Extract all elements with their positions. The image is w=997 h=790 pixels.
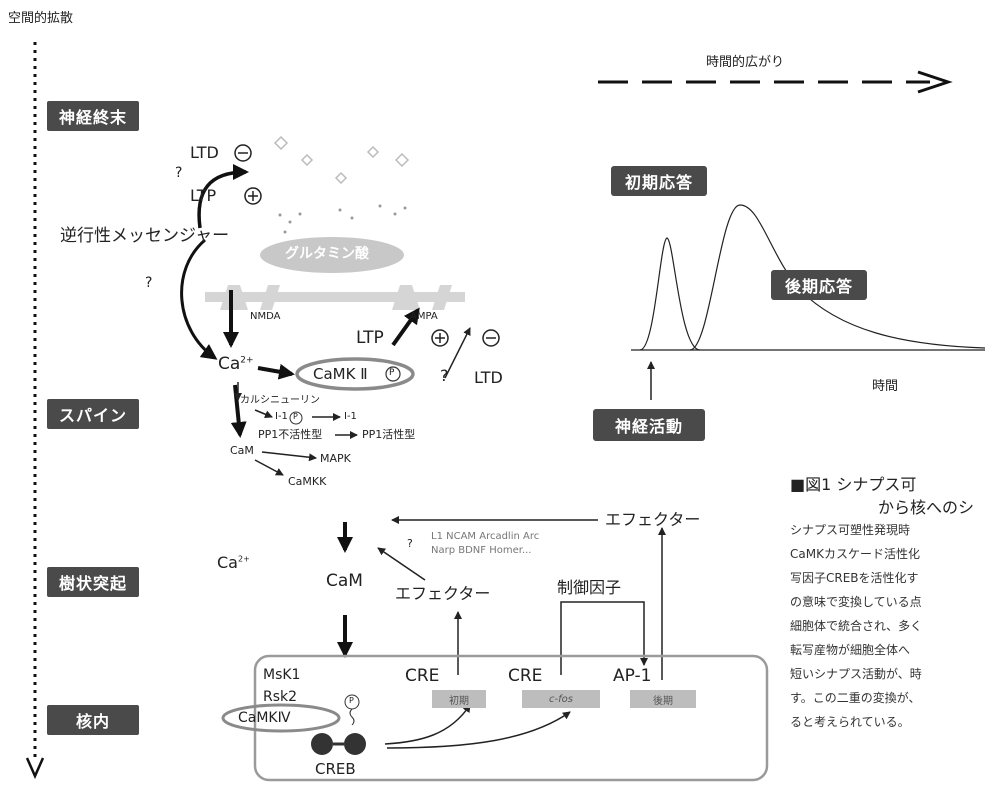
effectors-list-2: Narp BDNF Homer... — [431, 545, 532, 556]
ltd-arrow — [444, 327, 471, 379]
glutamate-dots — [278, 204, 407, 234]
effector-label: エフェクター — [395, 584, 491, 603]
camk2-p-label: P — [389, 368, 395, 378]
retrograde-messenger: 逆行性メッセンジャー — [60, 226, 230, 246]
pp1-active-label: PP1活性型 — [362, 428, 416, 441]
camk4-label: CaMKⅣ — [238, 710, 291, 726]
level-label-dendrite: 樹状突起 — [47, 567, 139, 597]
caption-line-2: CaMKカスケード活性化 — [790, 547, 920, 561]
creb-dimer — [311, 733, 366, 755]
effector-top-label: エフェクター — [605, 510, 701, 529]
camk4-ring — [221, 703, 341, 733]
creb-label: CREB — [315, 760, 356, 778]
spine-ltp-plus-sign — [431, 329, 449, 347]
dendrite-cam-label: CaM — [326, 571, 363, 591]
cre-cfos-to-ap1-arrow — [560, 601, 648, 675]
creb-phospho-link — [349, 708, 355, 726]
caption-line-4: の意味で変換している点 — [790, 595, 922, 609]
gene-cfos: c-fos — [522, 690, 600, 708]
i1-phospho — [289, 411, 303, 425]
glutamate-blob — [260, 237, 404, 273]
terminal-question-1: ? — [175, 165, 183, 181]
caption-line-3: 写因子CREBを活性化す — [790, 571, 919, 585]
caption-line-6: 転写産物が細胞全体へ — [790, 643, 911, 657]
gene-late: 後期 — [630, 690, 696, 708]
terminal-question-2: ? — [145, 275, 153, 291]
caption-line-9: ると考えられている。 — [790, 715, 910, 729]
ap1-label: AP-1 — [613, 666, 652, 686]
early-response-curve — [639, 237, 701, 351]
dendrite-calcium-label: Ca2+ — [217, 553, 250, 572]
effector-question: ? — [407, 537, 413, 550]
ltd-minus-sign — [234, 144, 252, 162]
spine-ltp: LTP — [356, 328, 384, 348]
late-response-curve — [689, 204, 986, 351]
control-factor-label: 制御因子 — [557, 578, 622, 597]
camk2-to-ltp-arrow — [391, 307, 420, 347]
level-label-terminal: 神経終末 — [47, 101, 139, 131]
late-response-badge: 後期応答 — [771, 270, 867, 300]
effector-diag-arrow — [377, 547, 426, 581]
mapk-label: MAPK — [320, 452, 351, 465]
spine-ltd-minus-sign — [482, 329, 500, 347]
time-axis-head — [917, 70, 953, 94]
gene-early: 初期 — [432, 690, 486, 708]
calcineurin-label: カルシニューリン — [240, 395, 320, 406]
msk1-label: MsK1 — [263, 667, 301, 683]
glutamate-sparkles — [273, 135, 410, 185]
level-label-spine: スパイン — [47, 399, 139, 429]
i1-active-label: I-1 — [344, 411, 357, 422]
spine-ltd-question: ? — [440, 366, 449, 385]
cam-to-camkk-arrow — [254, 459, 284, 476]
spine-cam-label: CaM — [230, 444, 254, 457]
spine-ltd: LTD — [474, 368, 503, 387]
level-label-nucleus: 核内 — [47, 705, 139, 735]
nucleus-box — [253, 654, 769, 782]
i1-label: I-1 — [275, 411, 288, 422]
spatial-spread-label: 空間的拡散 — [8, 11, 74, 26]
camk2-ring — [295, 357, 415, 391]
creb-to-genes-arrow — [384, 704, 471, 745]
calcineurin-to-i1-arrow — [254, 409, 273, 419]
rsk2-label: Rsk2 — [263, 689, 298, 705]
camkk-label: CaMKK — [288, 475, 327, 488]
retrograde-to-ltd-arrow — [197, 164, 249, 229]
ampa-receptor-label: AMPA — [410, 311, 438, 322]
camk2-label: CaMK Ⅱ — [313, 365, 368, 383]
caption-title-2: から核へのシ — [878, 498, 975, 517]
camk2-phospho — [385, 366, 401, 382]
caption-line-1: シナプス可塑性発現時 — [790, 523, 911, 537]
graph-time-label: 時間 — [872, 379, 899, 394]
cam-to-mapk-arrow — [261, 451, 317, 462]
ltp-plus-sign — [244, 187, 262, 205]
i1-p-label: P — [293, 412, 298, 421]
spatial-axis-head — [25, 757, 45, 780]
caption-line-5: 細胞体で統合され、多く — [790, 619, 923, 633]
nmda-receptor-label: NMDA — [250, 311, 281, 322]
receptor-membrane — [205, 285, 465, 310]
caption-title-1: ■図1 シナプス可 — [790, 475, 917, 494]
caption-line-7: 短いシナプス活動が、時 — [790, 667, 922, 681]
effectors-list-1: L1 NCAM Arcadlin Arc — [431, 531, 540, 542]
terminal-ltp: LTP — [190, 186, 217, 205]
creb-p-label: P — [349, 696, 354, 705]
retrograde-path-down — [180, 238, 218, 360]
creb-to-cfos-arrow — [386, 711, 571, 749]
pp1-inactive-label: PP1不活性型 — [258, 428, 323, 441]
caption-line-8: す。この二重の変換が、 — [790, 691, 921, 705]
early-response-badge: 初期応答 — [611, 166, 707, 196]
glutamate-label: グルタミン酸 — [285, 246, 369, 262]
terminal-ltd: LTD — [190, 143, 219, 162]
neural-activity-badge: 神経活動 — [593, 409, 705, 441]
cre-1-label: CRE — [405, 666, 440, 686]
calcium-label: Ca2+ — [218, 354, 254, 374]
time-spread-label: 時間的広がり — [706, 55, 785, 70]
cre-2-label: CRE — [508, 666, 543, 686]
ca-to-camk2-arrow — [257, 363, 295, 380]
